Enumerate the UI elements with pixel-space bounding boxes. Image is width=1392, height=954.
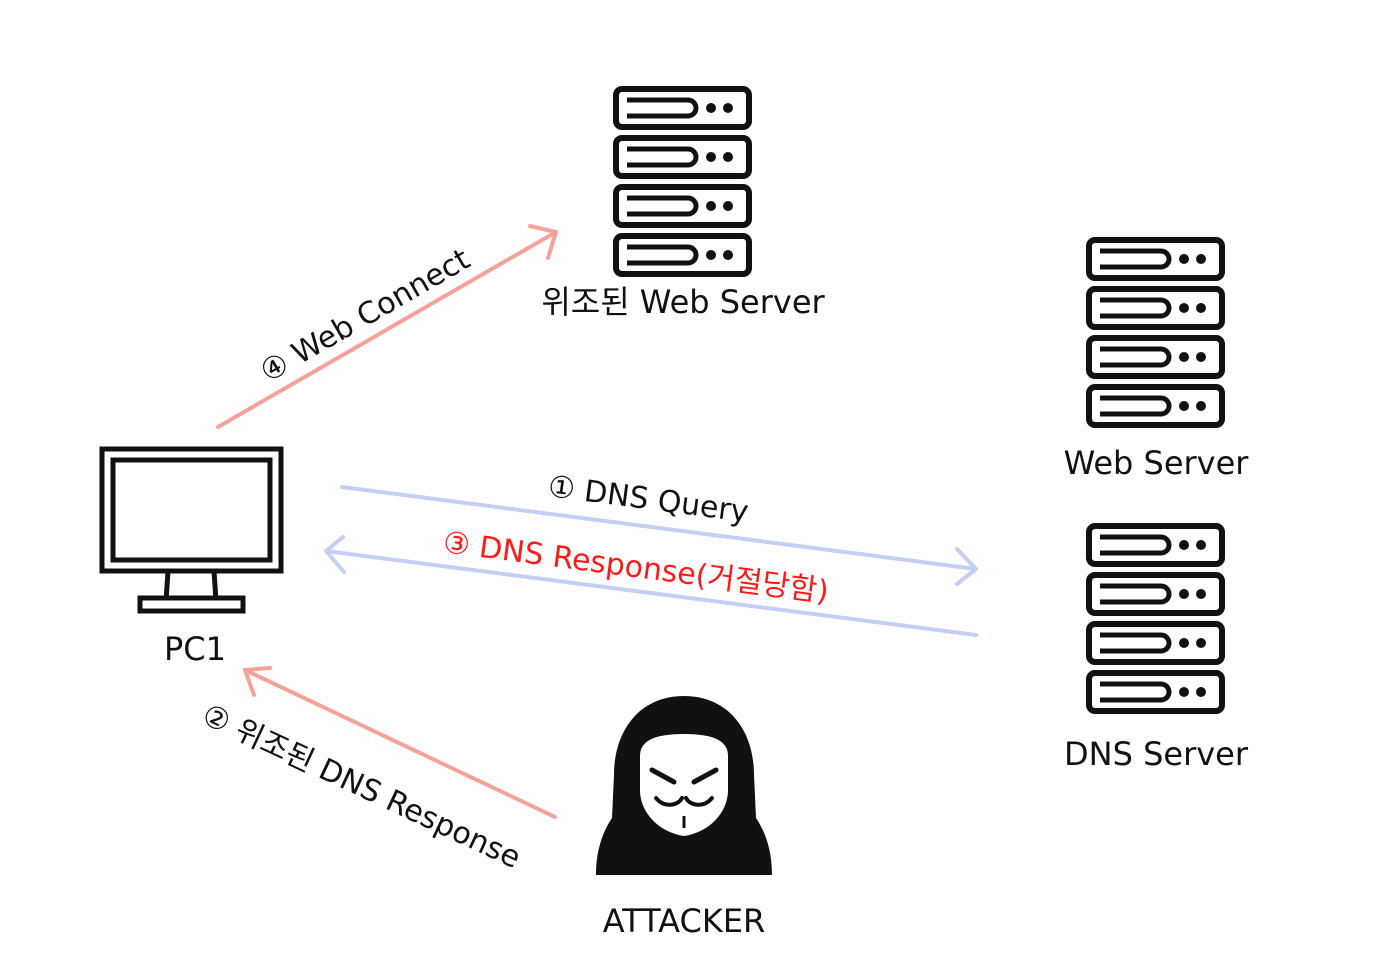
node-fake-web-server: 위조된 Web Server [541, 89, 826, 321]
server-rack-icon [616, 89, 749, 274]
dns-response-label: ③ DNS Response(거절당함) [441, 525, 831, 610]
dns-query-arrowhead [955, 547, 978, 586]
dns-response-line [324, 549, 978, 637]
edge-web-connect: ④ Web Connect [216, 224, 558, 429]
fake-dns-response-line [243, 668, 557, 819]
web-connect-line [216, 230, 558, 429]
pc1-label: PC1 [164, 630, 226, 668]
dns-query-label: ① DNS Query [546, 469, 751, 530]
server-rack-icon [1089, 240, 1222, 425]
node-pc1: PC1 [99, 446, 284, 668]
server-rack-icon [1089, 526, 1222, 711]
node-dns-server: DNS Server [1064, 526, 1249, 773]
edge-fake-dns-response: ② 위조된 DNS Response [197, 666, 557, 876]
fake-dns-response-arrowhead [243, 666, 272, 697]
dns-query-line [340, 485, 978, 571]
attacker-label: ATTACKER [603, 902, 766, 940]
hooded-hacker-icon [596, 696, 772, 875]
dns-server-label: DNS Server [1064, 735, 1249, 773]
web-connect-label: ④ Web Connect [255, 242, 477, 390]
monitor-icon [99, 446, 284, 614]
web-connect-arrowhead [528, 224, 558, 260]
fake-web-server-label: 위조된 Web Server [541, 283, 825, 321]
dns-response-arrowhead [324, 535, 346, 574]
node-web-server: Web Server [1064, 240, 1250, 482]
edge-dns-response: ③ DNS Response(거절당함) [324, 525, 978, 637]
web-server-label: Web Server [1064, 444, 1250, 482]
node-attacker: ATTACKER [596, 696, 772, 940]
